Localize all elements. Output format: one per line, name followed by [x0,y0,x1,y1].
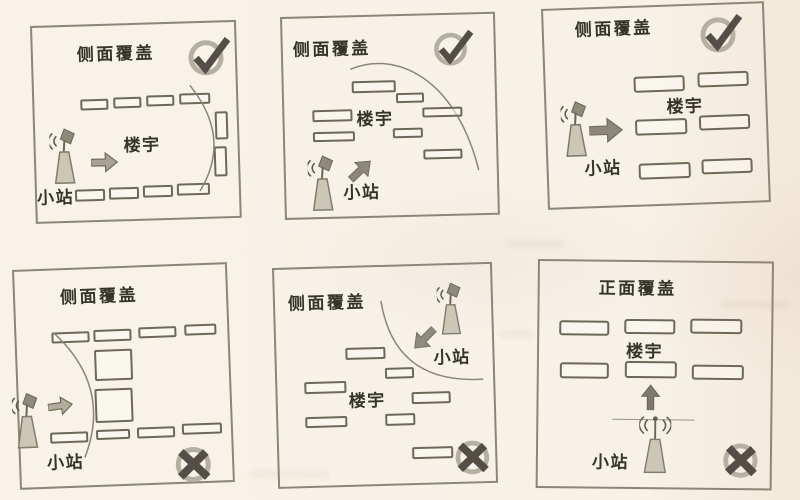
direction-arrow-icon [90,151,119,173]
building-block [74,188,106,202]
omni-antenna-icon [638,416,672,474]
panel-title: 侧面覆盖 [287,292,367,314]
coverage-panel-3: 侧面覆盖 楼宇 小站 [541,1,771,210]
cross-icon [455,440,490,475]
building-block [412,446,454,460]
building-block [113,96,142,109]
building-block [51,331,90,344]
building-block [304,380,347,395]
direction-arrow-icon [414,325,438,349]
building-block [697,70,749,88]
station-label: 小站 [46,452,85,473]
building-block [305,415,348,429]
building-block [94,387,134,424]
building-block [176,182,211,196]
building-block [93,348,134,382]
coverage-panel-5: 侧面覆盖 楼宇 小站 [272,261,499,489]
station-label: 小站 [591,452,629,472]
building-block [690,318,743,335]
building-block [698,113,751,131]
coverage-panel-4: 侧面覆盖 小站 [11,262,235,490]
small-cell-antenna-icon [436,282,462,335]
building-block [181,422,223,435]
station-label: 小站 [584,158,622,179]
panel-title: 侧面覆盖 [76,43,156,65]
building-block [701,157,753,175]
panel-title: 正面覆盖 [598,278,677,299]
building-block [559,320,610,336]
building-label: 楼宇 [356,109,394,130]
check-icon [434,29,474,66]
building-label: 楼宇 [625,341,664,362]
building-block [624,360,677,379]
panel-title: 侧面覆盖 [59,285,139,308]
bleed-through-mark [500,330,534,338]
bleed-through-mark [505,240,565,248]
building-block [142,184,174,198]
station-label: 小站 [343,182,381,203]
small-cell-antenna-icon [49,128,76,185]
building-block [80,98,109,111]
building-block [93,328,132,343]
cross-icon [175,446,211,482]
building-block [633,75,685,93]
building-block [422,106,463,118]
building-block [108,186,140,200]
building-block [95,428,131,441]
check-icon [188,37,231,76]
station-label: 小站 [433,347,471,368]
building-label: 楼宇 [348,390,387,411]
small-cell-antenna-icon [560,101,588,157]
building-block [351,80,396,94]
bleed-through-mark [250,470,330,479]
building-label: 楼宇 [666,96,704,117]
building-block [559,362,609,379]
building-block [385,413,416,426]
building-block [423,148,463,160]
building-block [214,111,229,140]
small-cell-antenna-icon [307,155,334,212]
station-label: 小站 [36,187,75,208]
building-block [384,367,415,379]
direction-arrow-icon [640,384,661,411]
building-block [312,109,353,123]
building-block [624,318,676,335]
cross-icon [723,443,758,478]
building-block [146,94,175,107]
building-block [634,117,688,136]
building-block [395,92,425,104]
building-block [179,92,211,105]
building-block [138,326,177,339]
direction-arrow-icon [347,160,371,183]
small-cell-antenna-icon [11,392,39,449]
coverage-panel-2: 侧面覆盖 楼宇 小站 [280,11,500,220]
building-block [345,346,386,360]
building-block [411,391,451,405]
direction-arrow-icon [47,396,74,416]
panel-title: 侧面覆盖 [574,18,654,40]
building-block [312,131,356,143]
building-block [691,364,744,381]
panel-title: 侧面覆盖 [292,38,372,60]
building-block [392,127,423,139]
check-icon [700,14,743,53]
coverage-panel-1: 侧面覆盖 楼宇 小站 [30,19,242,224]
bleed-through-mark [720,300,790,309]
building-block [184,323,217,336]
building-block [49,431,89,444]
building-block [638,161,691,180]
building-label: 楼宇 [123,135,161,156]
building-block [213,146,228,177]
direction-arrow-icon [588,117,624,144]
coverage-panel-6: 正面覆盖 楼宇 小站 [535,259,774,491]
building-block [136,426,176,439]
